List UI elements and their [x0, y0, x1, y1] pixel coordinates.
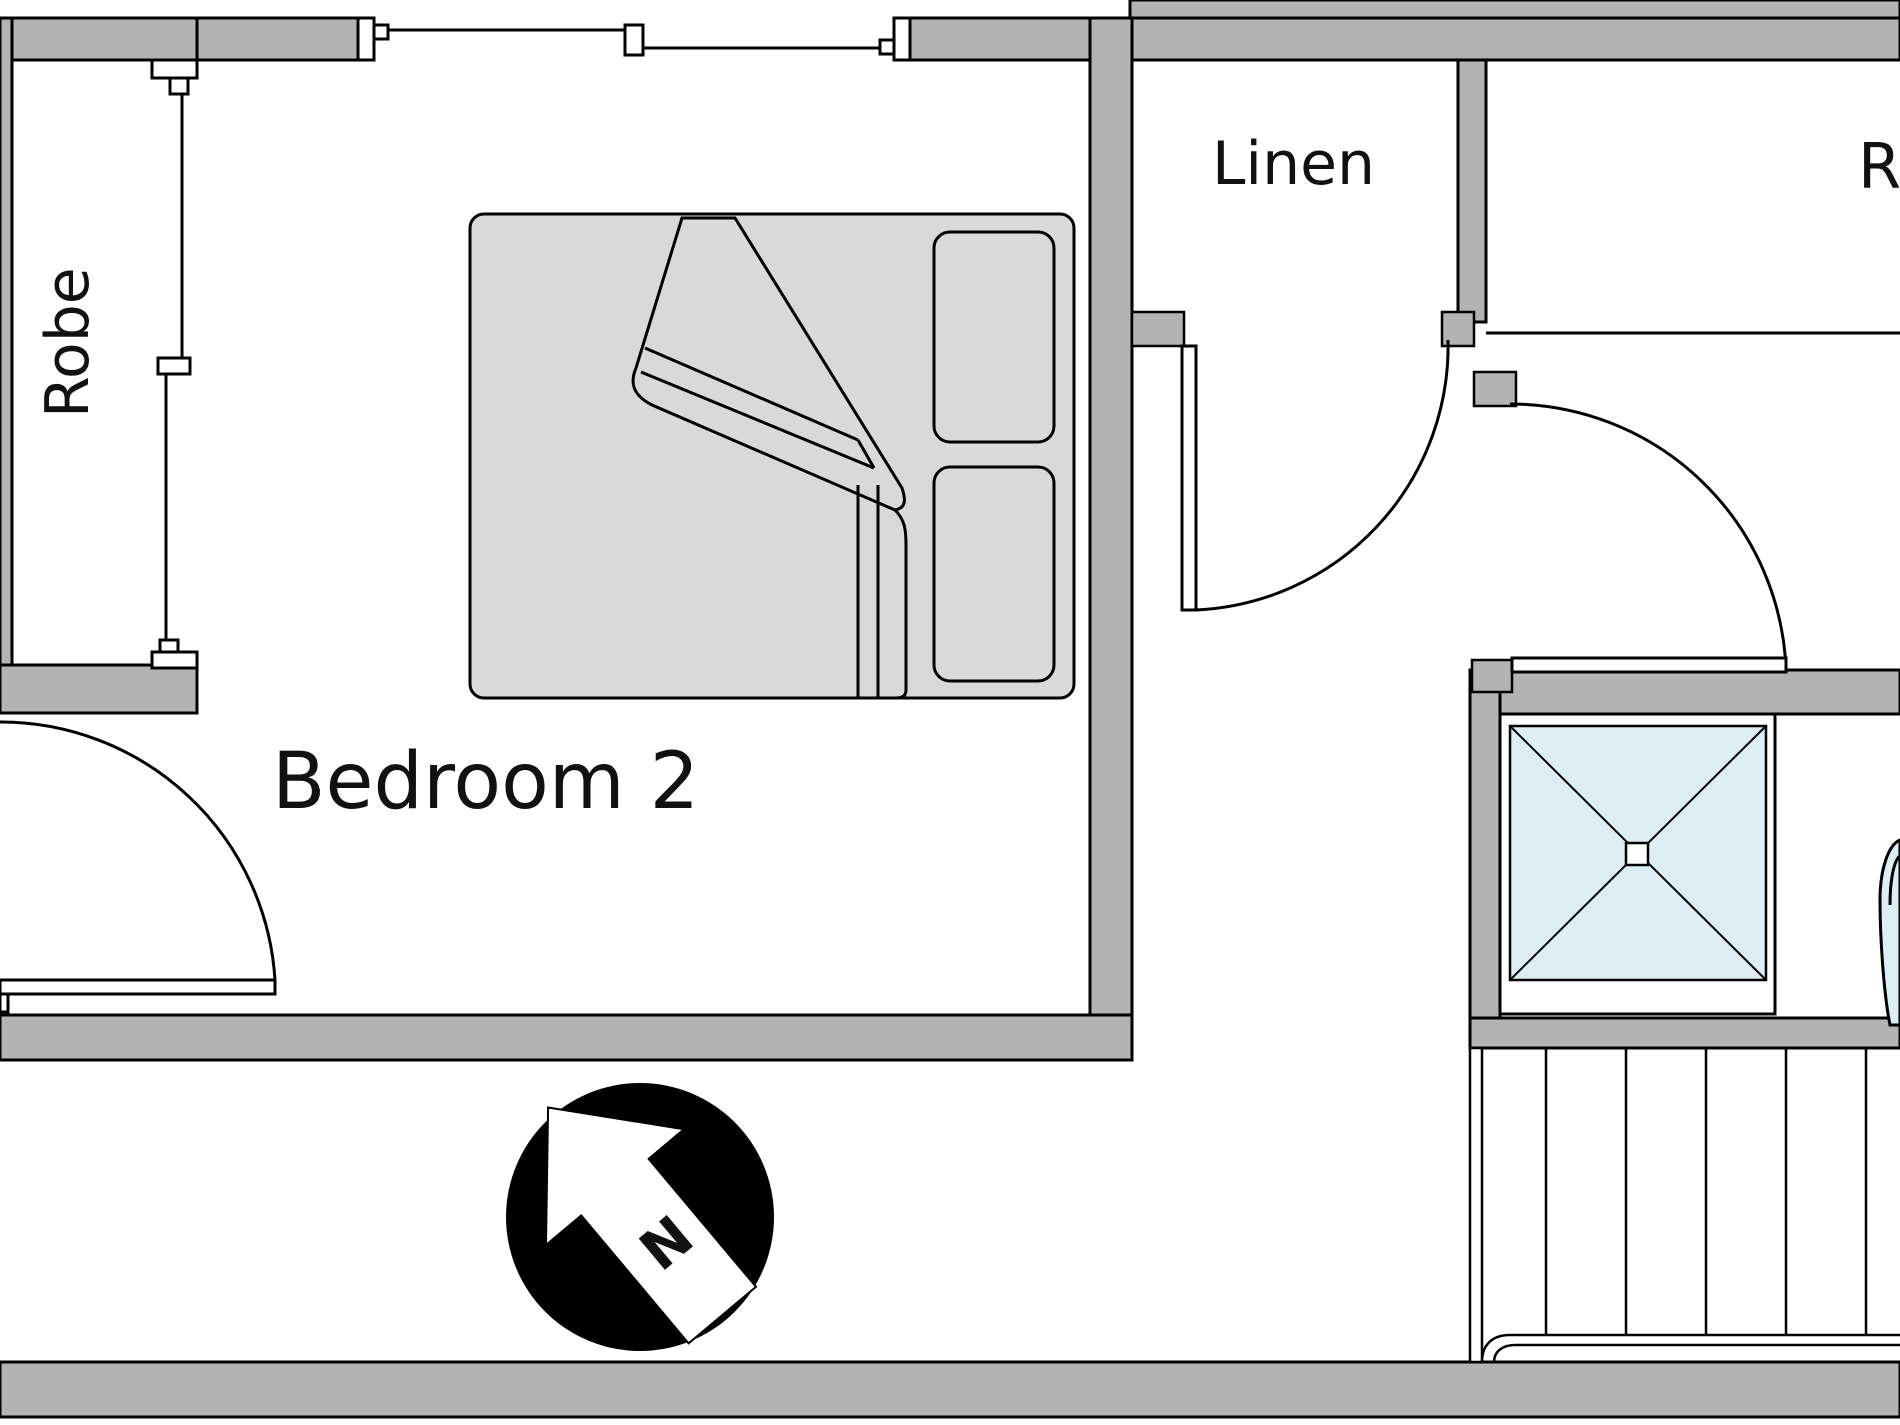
room-label-linen: Linen: [1212, 129, 1375, 199]
jamb-linen-door: [1130, 310, 1186, 348]
wall-robe-bottom: [0, 663, 199, 715]
jamb-bath-door: [1470, 658, 1514, 694]
wall-bath-left: [1468, 668, 1502, 1050]
wall-robe-left: [0, 16, 14, 715]
wall-bedroom-east: [1088, 16, 1134, 1062]
wall-bedroom-south: [0, 1013, 1134, 1062]
bedroom-window: [356, 16, 912, 62]
linen-door: [1180, 339, 1450, 612]
wall-bath-bottom: [1468, 1016, 1900, 1050]
wall-bottom: [0, 1360, 1900, 1419]
wall-jambs: [1130, 310, 1518, 694]
jamb-right-door-top: [1440, 310, 1476, 348]
wall-linen-divider: [1456, 58, 1488, 324]
room-label-bedroom-2: Bedroom 2: [272, 737, 699, 827]
wall-top-strip: [1128, 0, 1900, 20]
room-label-robe: Robe: [33, 267, 103, 418]
bedroom-door: [0, 720, 277, 1014]
staircase: [1468, 1046, 1900, 1364]
basin-partial: [1878, 838, 1900, 1027]
wall-bath-top: [1468, 668, 1900, 716]
bed-pillow-bottom: [932, 465, 1056, 683]
bed-pillow-top: [932, 230, 1056, 444]
north-compass-icon: N: [506, 1083, 774, 1351]
shower-drain-icon: [1624, 841, 1650, 867]
jamb-right-door-bottom: [1472, 370, 1518, 408]
right-room-door: [1486, 331, 1900, 674]
double-bed: [468, 212, 1076, 700]
robe-sliding-door: [150, 58, 199, 670]
room-label-partial: R: [1858, 130, 1900, 203]
shower-base: [1498, 712, 1777, 1016]
wall-robe-top: [10, 16, 199, 62]
wall-top-right: [908, 16, 1900, 62]
